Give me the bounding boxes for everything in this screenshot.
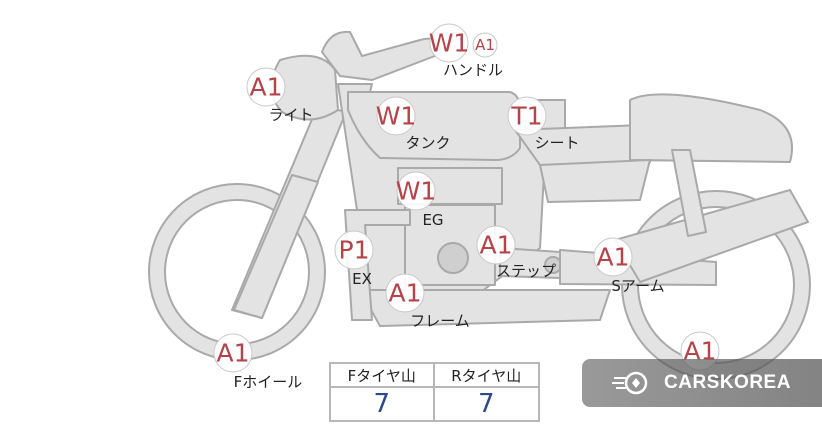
part-engine: W1 EG <box>396 171 444 229</box>
part-swing-arm: A1 Sアーム <box>593 237 665 295</box>
frame-code-bubble <box>385 273 425 313</box>
front-wheel-code-bubble <box>213 333 253 373</box>
part-step: A1 ステップ <box>476 225 556 280</box>
handle-label: ハンドル <box>443 61 503 79</box>
swing-arm-label: Sアーム <box>611 277 664 295</box>
frame-code: A1 <box>388 279 421 308</box>
muffler <box>614 189 809 283</box>
handle-subcode: A1 <box>475 36 495 54</box>
exhaust-code: P1 <box>339 236 370 265</box>
swing-arm-code: A1 <box>596 243 629 272</box>
carskorea-logo-icon <box>612 371 648 395</box>
seat-code: T1 <box>510 102 542 131</box>
step-label: ステップ <box>496 262 556 280</box>
tank-code-bubble <box>376 96 416 136</box>
fork-lower <box>233 174 319 319</box>
rear-tread-value: 7 <box>477 389 495 419</box>
part-exhaust: P1 EX <box>334 230 374 288</box>
front-wheel-code: A1 <box>216 339 249 368</box>
handle-subcode-bubble <box>472 32 498 58</box>
seat-rear <box>629 93 793 163</box>
light-label: ライト <box>268 106 313 124</box>
engine-code-bubble <box>396 171 436 211</box>
seat-label: シート <box>534 134 579 152</box>
side-cover <box>539 159 651 203</box>
tire-tread-table: Fタイヤ山 Rタイヤ山 7 7 <box>329 362 540 422</box>
part-light: A1 ライト <box>246 67 314 124</box>
part-seat: T1 シート <box>507 96 580 152</box>
engine-code: W1 <box>396 177 437 206</box>
handle-code-bubble <box>429 23 469 63</box>
watermark-text: CARSKOREA <box>664 372 791 393</box>
front-tread-header: Fタイヤ山 <box>331 364 435 388</box>
part-front-wheel: A1 Fホイール <box>213 333 303 391</box>
watermark: CARSKOREA <box>582 359 822 407</box>
handlebar <box>321 30 441 81</box>
part-tank: W1 タンク <box>376 96 451 152</box>
engine-cover <box>437 242 469 274</box>
part-handle: W1 A1 ハンドル <box>429 23 503 79</box>
rear-shock <box>671 149 707 237</box>
rear-tread-header: Rタイヤ山 <box>434 364 538 388</box>
handle-code: W1 <box>429 29 470 58</box>
tank-label: タンク <box>405 134 450 152</box>
exhaust-label: EX <box>352 270 372 288</box>
engine-label: EG <box>422 211 443 229</box>
step-code: A1 <box>479 231 512 260</box>
frame-label: フレーム <box>410 312 470 330</box>
light-code-bubble <box>246 67 286 107</box>
seat-code-bubble <box>507 96 547 136</box>
front-tread-value: 7 <box>331 388 435 420</box>
tank-code: W1 <box>376 102 417 131</box>
exhaust-code-bubble <box>334 230 374 270</box>
front-wheel-label: Fホイール <box>234 373 303 391</box>
swing-arm-code-bubble <box>593 237 633 277</box>
step-code-bubble <box>476 225 516 265</box>
part-frame: A1 フレーム <box>385 273 470 330</box>
light-code: A1 <box>249 73 282 102</box>
